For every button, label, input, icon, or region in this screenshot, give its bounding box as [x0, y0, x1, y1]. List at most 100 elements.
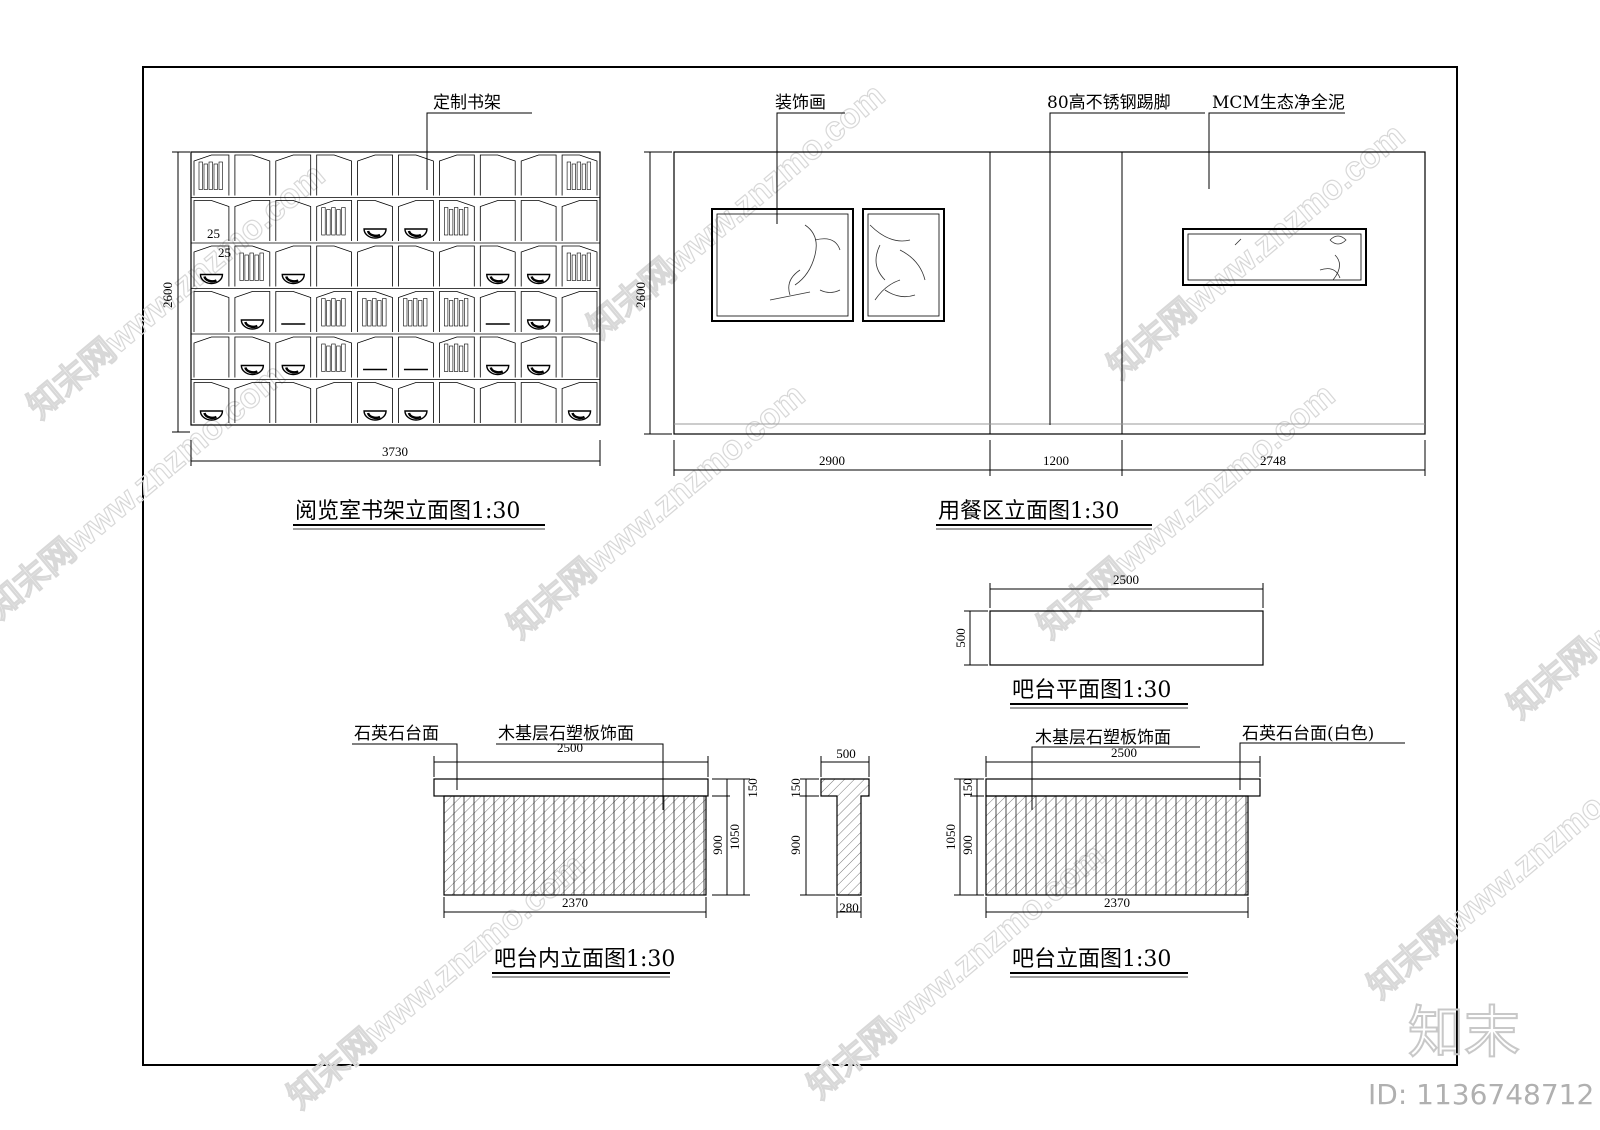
bowl-icon: [526, 273, 551, 285]
book-icon: [449, 345, 454, 372]
bar-section-top-w: 500: [836, 746, 856, 761]
bowl-shade: [571, 412, 586, 420]
book-icon: [321, 343, 326, 372]
bar-front-title: 吧台立面图1:30: [1012, 947, 1171, 972]
bowl-icon: [486, 273, 510, 285]
painting-callout: 装饰画: [775, 93, 826, 113]
book-icon: [367, 300, 372, 327]
book-icon: [341, 207, 346, 236]
wall-callout: MCM生态净全泥: [1212, 93, 1345, 113]
bowl-icon: [526, 319, 551, 330]
bookshelf-title: 阅览室书架立面图1:30: [295, 499, 520, 524]
bar-plan-title: 吧台平面图1:30: [1012, 678, 1171, 703]
book-icon: [259, 252, 264, 281]
decor-painting-2: [862, 208, 945, 322]
bar-section-h-top: 150: [788, 778, 803, 798]
book-icon: [198, 161, 203, 190]
painting-callout-leader: [776, 112, 845, 224]
shelf-cell: [479, 154, 516, 196]
shelf-cell: [479, 200, 516, 241]
book-icon: [444, 207, 449, 236]
shelf-cell: [479, 336, 516, 378]
book-icon: [464, 207, 469, 236]
bowl-shade: [407, 230, 422, 238]
bar-front-top-callout: 石英石台面(白色): [1242, 724, 1374, 744]
bar-front-h-top: 150: [960, 778, 975, 798]
bowl-shade: [489, 275, 504, 283]
bowl-shade: [203, 275, 217, 283]
book-icon: [218, 161, 223, 190]
bowl-icon: [363, 410, 387, 421]
drawing-frame: [142, 66, 1458, 1066]
book-icon: [454, 207, 459, 236]
book-icon: [464, 298, 469, 327]
shelf-cell: [193, 336, 230, 378]
book-icon: [576, 252, 581, 281]
book-icon: [326, 345, 331, 372]
bar-inner-face-callout: 木基层石塑板饰面: [498, 724, 634, 744]
brand-logo: 知末: [1408, 1001, 1520, 1066]
shelf-cell: [439, 336, 475, 378]
book-icon: [239, 252, 244, 281]
shelf-cell: [520, 336, 557, 378]
book-icon: [341, 343, 346, 372]
shelf-cell: [561, 336, 598, 378]
shelf-cell: [316, 291, 352, 332]
book-icon: [331, 298, 336, 327]
bowl-shade: [530, 321, 545, 329]
bowl-shade: [366, 230, 381, 238]
shelf-cell: [193, 382, 230, 423]
book-icon: [408, 300, 413, 327]
bar-inner-h-top: 150: [745, 778, 760, 798]
shelf-cell: [479, 291, 516, 332]
shelf-cell: [275, 200, 312, 241]
dining-title: 用餐区立面图1:30: [938, 499, 1119, 524]
bar-plan-length: 2500: [1113, 572, 1139, 587]
book-icon: [459, 300, 464, 327]
bar-section-profile: [820, 778, 870, 896]
shelf-cell: [398, 154, 434, 196]
shelf-cell: [357, 291, 393, 332]
bowl-icon: [199, 410, 224, 421]
watermark-text: 知末网www.znzmo.com: [501, 376, 812, 646]
leaf-sketch: [769, 224, 1347, 301]
book-icon: [449, 300, 454, 327]
book-icon: [403, 298, 408, 327]
bar-front-countertop: [985, 778, 1261, 797]
book-icon: [576, 161, 581, 190]
bar-inner-body: [443, 795, 707, 896]
shelf-cell: [479, 382, 516, 423]
callout-leader: [496, 743, 664, 810]
bowl-icon: [199, 273, 224, 285]
bowl-shade: [285, 275, 299, 283]
shelf-cell: [520, 291, 557, 332]
book-icon: [464, 343, 469, 372]
shelf-cell: [275, 291, 312, 332]
shelf-cell: [439, 245, 475, 287]
shelf-cell: [275, 382, 312, 423]
dining-height-label: 2600: [633, 282, 648, 308]
shelf-cell: [234, 200, 271, 241]
skirting-callout-leader: [1049, 112, 1205, 425]
book-icon: [566, 252, 571, 281]
book-icon: [336, 300, 341, 327]
bowl-icon: [240, 364, 265, 376]
shelf-cell: [316, 382, 352, 423]
shelf-cell: [357, 382, 393, 423]
book-icon: [454, 343, 459, 372]
book-icon: [377, 300, 382, 327]
shelf-cell: [357, 336, 393, 378]
book-icon: [208, 161, 213, 190]
bar-inner-title: 吧台内立面图1:30: [494, 947, 675, 972]
bowl-shade: [203, 412, 217, 420]
book-icon: [341, 298, 346, 327]
skirting-callout: 80高不锈钢踢脚: [1047, 93, 1171, 113]
bar-inner-slats: [453, 796, 705, 895]
bar-inner-top-len: 2500: [557, 740, 583, 755]
shelf-cell: [520, 154, 557, 196]
book-icon: [249, 252, 254, 281]
watermark-text: 知末网www.znzmo.com: [1361, 736, 1600, 1006]
bar-plan-outline: [989, 610, 1264, 666]
bowl-icon: [404, 228, 428, 239]
